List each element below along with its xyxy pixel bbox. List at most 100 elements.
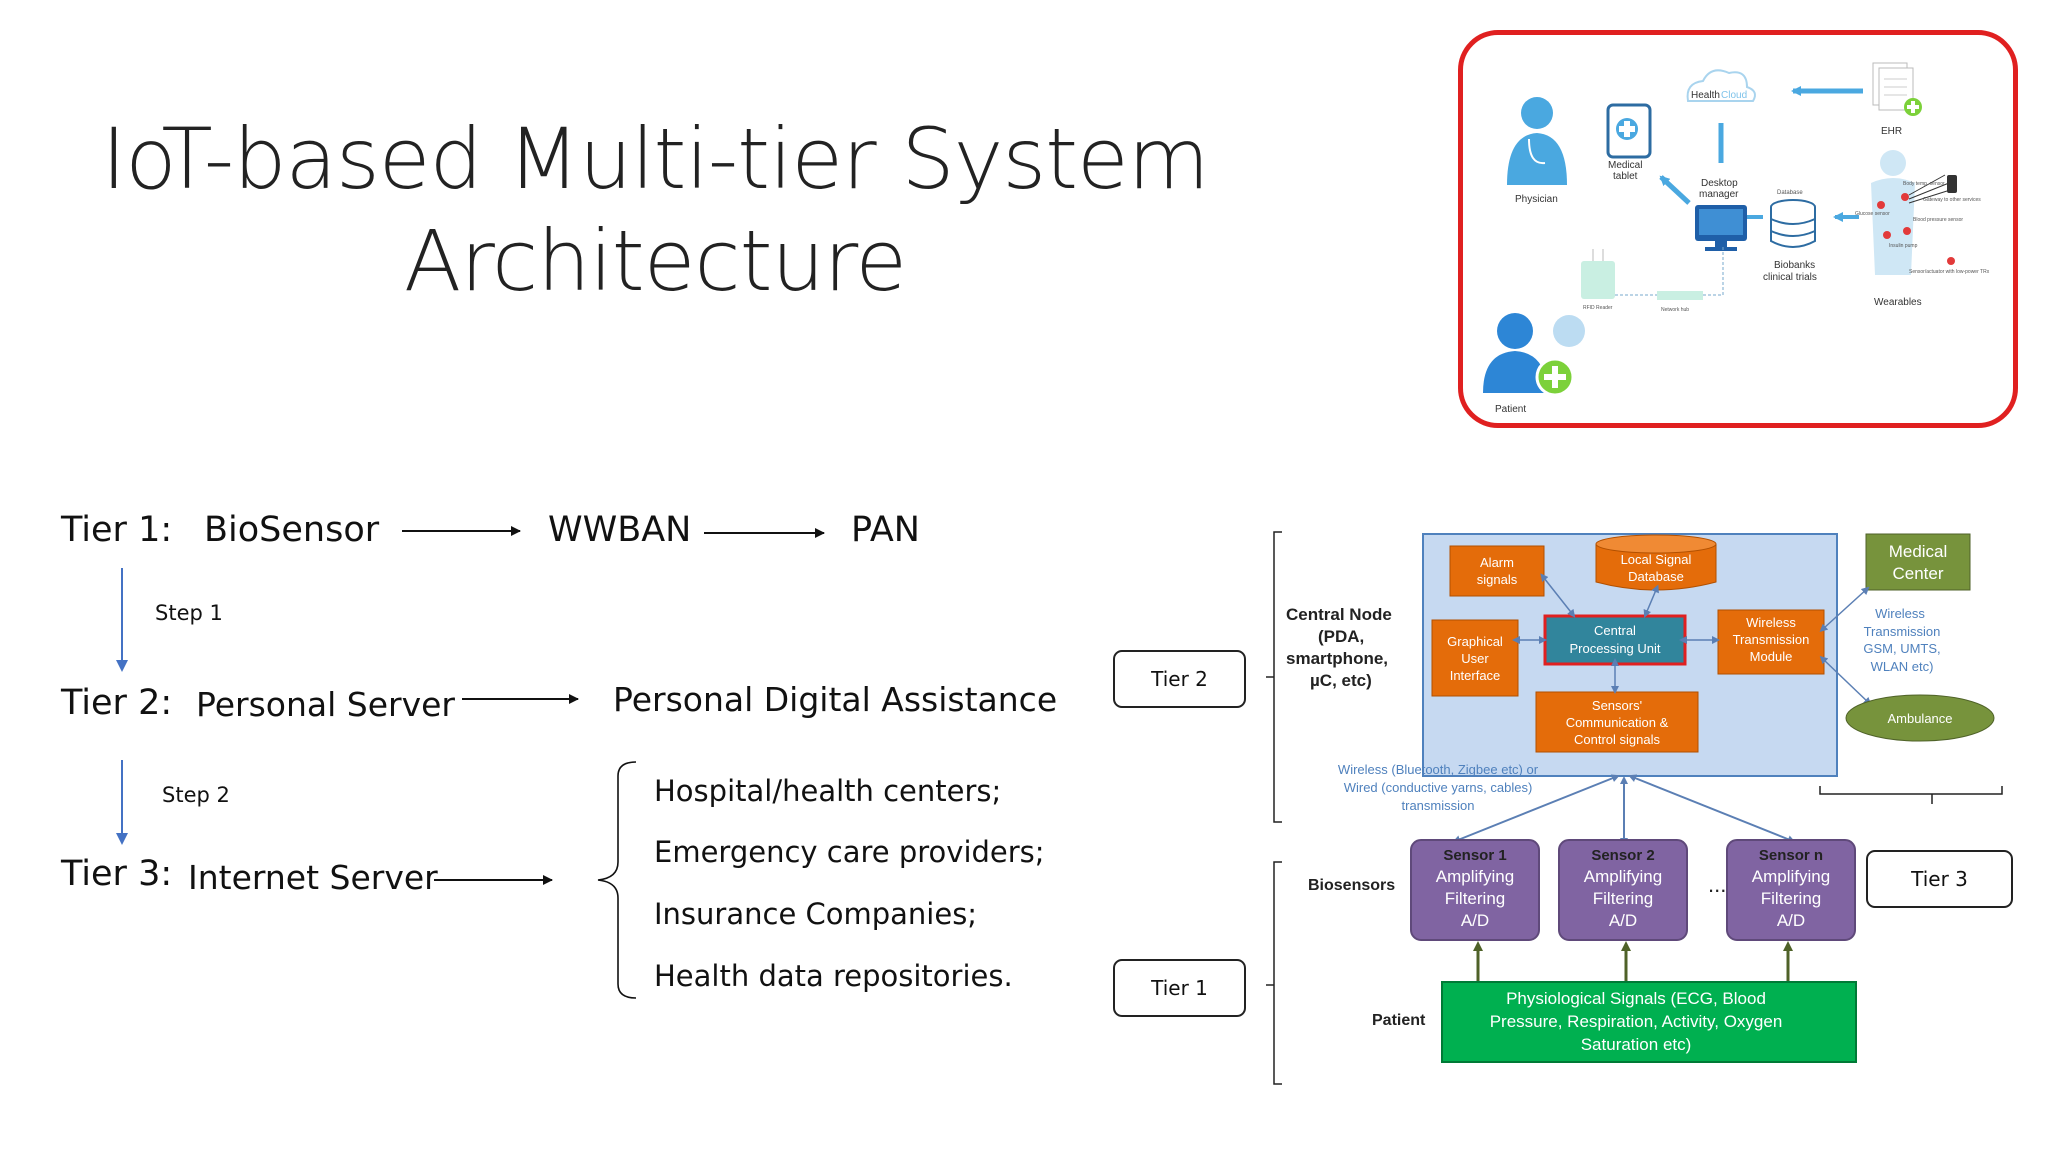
arrow-desktop-tablet xyxy=(1659,175,1691,205)
sensor-2-box xyxy=(1558,839,1688,941)
tier3-box: Tier 3 xyxy=(1866,850,2013,908)
link-label-1: Wireless (Bluetooth, Zigbee etc) or xyxy=(1338,762,1539,777)
medical-tablet-icon xyxy=(1606,103,1652,159)
central-node-label-3: smartphone, xyxy=(1286,649,1388,668)
sensors-comm-label-3: Control signals xyxy=(1574,732,1660,747)
gui-box xyxy=(1431,619,1519,697)
body-temp-label: Body temp. sensor xyxy=(1903,181,1945,187)
tier3-label: Tier 3: xyxy=(61,854,173,894)
patient-label: Patient xyxy=(1372,1012,1426,1029)
cpu-label-2: Processing Unit xyxy=(1569,641,1660,656)
link-label-2: Wired (conductive yarns, cables) xyxy=(1344,780,1533,795)
sensors-comm-label-1: Sensors' xyxy=(1592,698,1642,713)
tier2-bracket xyxy=(1273,531,1282,823)
sensor-2-line3: A/D xyxy=(1609,911,1637,930)
title-line-2: Architecture xyxy=(403,212,907,310)
gateway-label: Gateway to other services xyxy=(1923,197,1981,203)
tier1-pan: PAN xyxy=(851,510,920,550)
ehr-documents-icon xyxy=(1872,62,1922,116)
medical-center-label-1: Medical xyxy=(1889,542,1948,561)
wearables-person-icon xyxy=(1871,150,1957,275)
tier1-box-label: Tier 1 xyxy=(1151,976,1208,1000)
gui-label-3: Interface xyxy=(1450,668,1501,683)
sensor-1-line3: A/D xyxy=(1461,911,1489,930)
physio-label-2: Pressure, Respiration, Activity, Oxygen xyxy=(1490,1012,1783,1031)
alarm-label-1: Alarm xyxy=(1480,555,1514,570)
alarm-label-2: signals xyxy=(1477,572,1518,587)
alarm-signals-box xyxy=(1449,545,1545,597)
patient-label: Patient xyxy=(1495,404,1526,415)
sensor-2-name: Sensor 2 xyxy=(1591,847,1654,864)
sensor-n-line3: A/D xyxy=(1777,911,1805,930)
wearables-label: Wearables xyxy=(1874,297,1922,308)
tier1-name: BioSensor xyxy=(204,510,380,550)
tier1-bracket xyxy=(1273,861,1282,1085)
wtm-label-3: Module xyxy=(1750,649,1793,664)
targets-brace xyxy=(597,761,637,999)
cpu-label-1: Central xyxy=(1594,623,1636,638)
healthcare-iot-illustration: Physician Medical tablet Health Cloud EH… xyxy=(1483,62,1990,415)
step1-label: Step 1 xyxy=(155,601,223,625)
sensor-2-line2: Filtering xyxy=(1593,889,1653,908)
medical-tablet-label-2: tablet xyxy=(1613,171,1638,182)
tier3-bracket xyxy=(1819,786,2003,795)
target-repositories: Health data repositories. xyxy=(654,959,1013,993)
conn-db-cpu xyxy=(1643,584,1659,618)
target-emergency: Emergency care providers; xyxy=(654,835,1045,869)
biosensors-label: Biosensors xyxy=(1308,877,1395,894)
wireless-tx-label-4: WLAN etc) xyxy=(1871,659,1934,674)
patient-icon xyxy=(1483,313,1585,397)
tier1-box: Tier 1 xyxy=(1113,959,1246,1017)
biobanks-label-1: Biobanks xyxy=(1774,260,1815,271)
conn-wtm-medical xyxy=(1819,586,1870,633)
sensor-n-box xyxy=(1726,839,1856,941)
central-node-label-4: µC, etc) xyxy=(1310,671,1372,690)
health-cloud-label: Health xyxy=(1691,90,1720,101)
ambulance-label: Ambulance xyxy=(1887,711,1952,726)
network-hub-label: Network hub xyxy=(1661,307,1689,313)
database-icon xyxy=(1770,199,1816,248)
cloud-label: Cloud xyxy=(1721,90,1747,101)
link-label-3: transmission xyxy=(1402,798,1475,813)
sensor-ellipsis: ... xyxy=(1708,872,1726,897)
rfid-reader-icon xyxy=(1581,249,1615,299)
physio-label-1: Physiological Signals (ECG, Blood xyxy=(1506,989,1766,1008)
sensors-comm-label-2: Communication & xyxy=(1566,715,1669,730)
target-hospital: Hospital/health centers; xyxy=(654,774,1002,808)
localdb-label-1: Local Signal xyxy=(1621,552,1692,567)
tier2-box-label: Tier 2 xyxy=(1151,667,1208,691)
desktop-manager-label-1: Desktop xyxy=(1701,178,1738,189)
healthcare-iot-image: Physician Medical tablet Health Cloud EH… xyxy=(1458,30,2018,428)
glucose-label: Glucose sensor xyxy=(1855,211,1890,217)
physio-label-3: Saturation etc) xyxy=(1581,1035,1692,1054)
wtm-label-1: Wireless xyxy=(1746,615,1796,630)
conn-sensorn-panel xyxy=(1628,774,1796,843)
tier1-wwban: WWBAN xyxy=(548,510,692,550)
conn-sensor1-panel xyxy=(1452,774,1620,843)
step2-label: Step 2 xyxy=(162,783,230,807)
physician-icon xyxy=(1507,97,1567,185)
medical-tablet-label-1: Medical xyxy=(1608,160,1642,171)
blood-pressure-label: Blood pressure sensor xyxy=(1913,217,1963,223)
tier3-name: Internet Server xyxy=(188,858,438,897)
wireless-tx-label-3: GSM, UMTS, xyxy=(1863,641,1940,656)
gui-label-1: Graphical xyxy=(1447,634,1503,649)
sensor-1-box xyxy=(1410,839,1540,941)
tier2-name: Personal Server xyxy=(196,685,455,724)
physician-label: Physician xyxy=(1515,194,1558,205)
ambulance-ellipse xyxy=(1845,694,1995,742)
tier2-label: Tier 2: xyxy=(61,683,173,723)
sensor-1-line2: Filtering xyxy=(1445,889,1505,908)
sensor-2-line1: Amplifying xyxy=(1584,867,1662,886)
local-signal-database xyxy=(1595,534,1717,591)
desktop-manager-label-2: manager xyxy=(1699,189,1739,200)
rfid-reader-label: RFID Reader xyxy=(1583,305,1613,311)
health-cloud-icon xyxy=(1686,69,1756,102)
localdb-label-2: Database xyxy=(1628,569,1684,584)
conn-wtm-ambulance xyxy=(1819,655,1872,706)
wtm-label-2: Transmission xyxy=(1733,632,1810,647)
wireless-tx-label-1: Wireless xyxy=(1875,606,1925,621)
conn-alarm-cpu xyxy=(1540,573,1576,618)
desktop-monitor-icon xyxy=(1695,205,1747,251)
sensor-actuator-label: Sensor/actuator with low-power TRx xyxy=(1909,269,1990,275)
